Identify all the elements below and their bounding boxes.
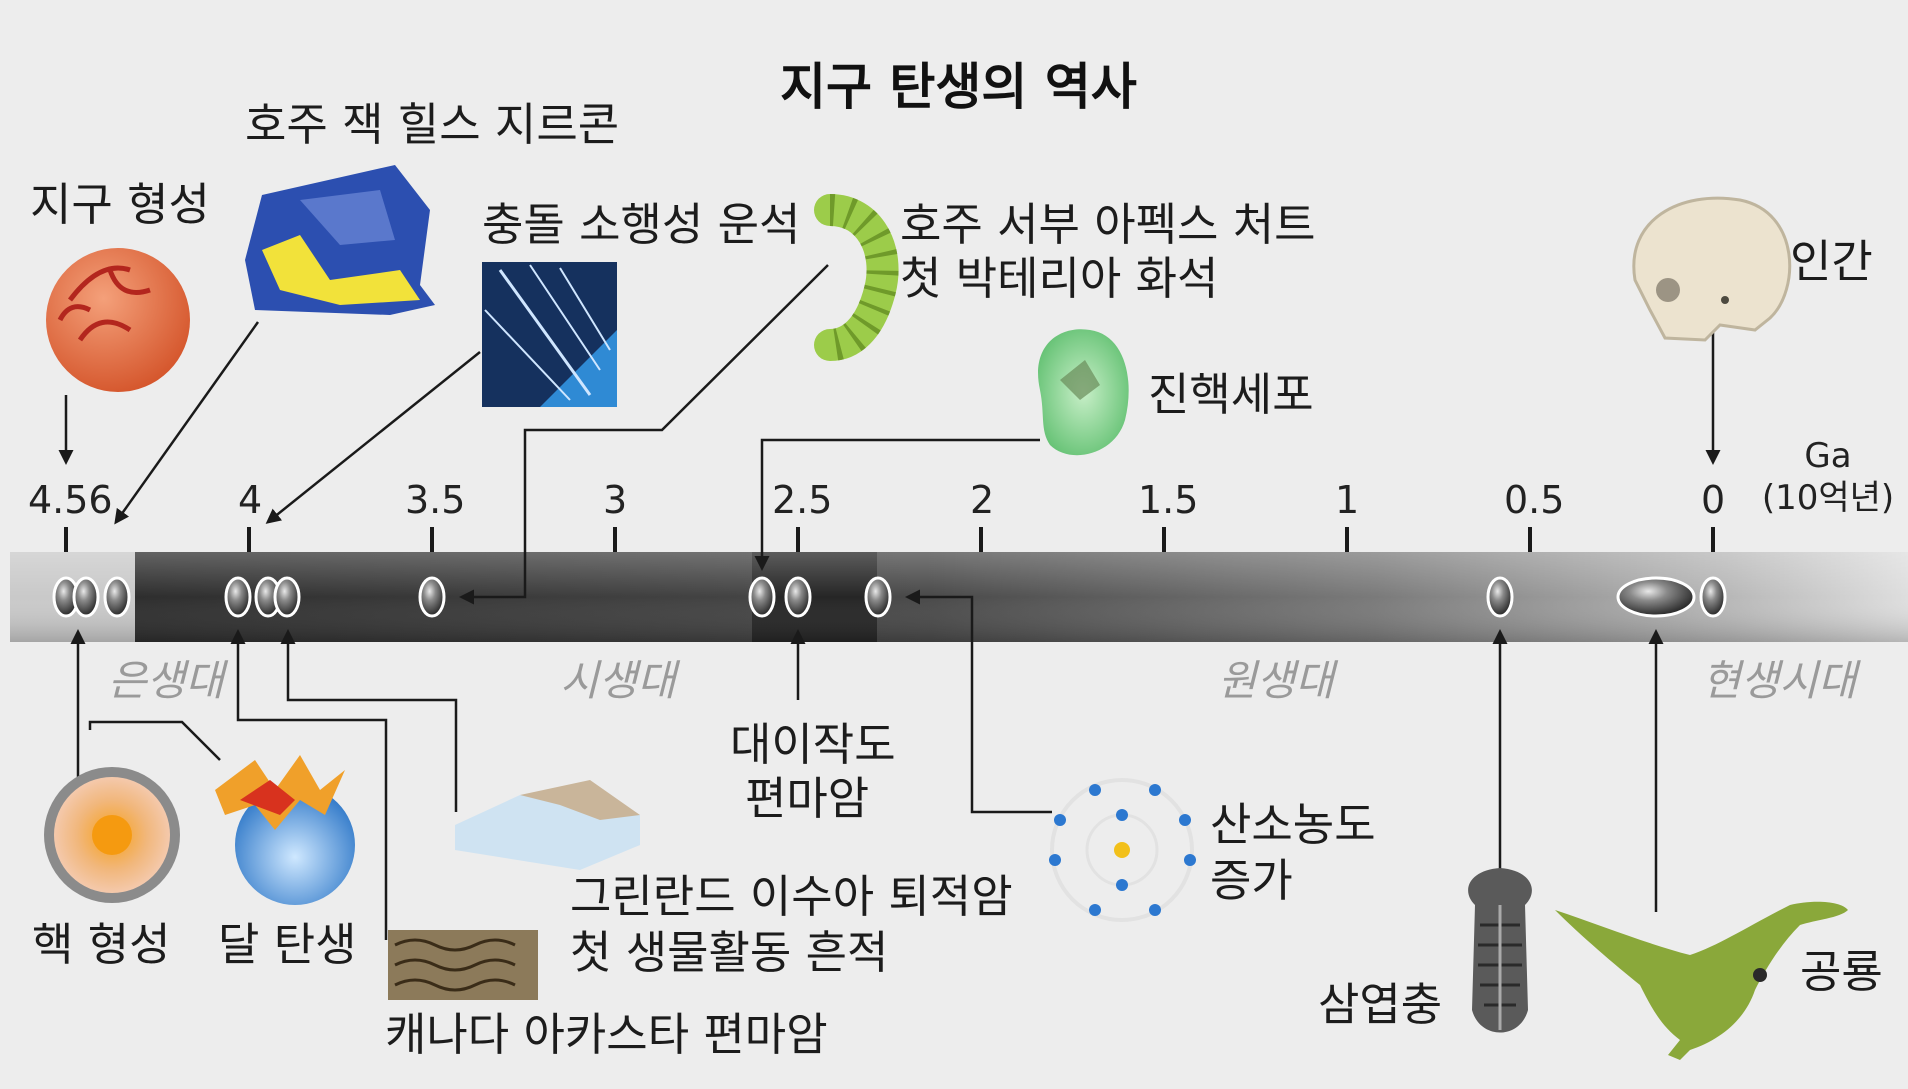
event-markers [52,576,1727,618]
tick-label-0: 0 [1701,478,1726,522]
label-earth-formation: 지구 형성 [30,178,210,231]
era-phanerozoic: 현생시대 [1702,656,1857,705]
zircon-crystal-icon [245,165,435,315]
label-core-formation: 핵 형성 [32,918,171,971]
era-proterozoic: 원생대 [1218,656,1334,705]
label-oxygen-line2: 증가 [1210,854,1293,907]
connector-lines [58,264,1721,940]
trilobite-icon [1468,868,1532,1033]
label-greenland-line1: 그린란드 이수아 퇴적암 [570,870,1013,923]
tick-label-1.5: 1.5 [1138,478,1199,522]
tick-label-3: 3 [603,478,628,522]
axis-unit-label: Ga [1804,436,1852,476]
skull-icon [1632,196,1792,342]
label-greenland-line2: 첫 생물활동 흔적 [570,926,889,979]
eukaryote-cell-icon [1038,329,1129,456]
tick-label-0.5: 0.5 [1504,478,1565,522]
tick-label-2.5: 2.5 [772,478,833,522]
label-moon-formation: 달 탄생 [218,918,357,971]
era-hadean: 은생대 [108,656,224,705]
tick-label-4: 4 [238,478,263,522]
label-oxygen-line1: 산소농도 [1210,798,1376,851]
label-gneiss-line2: 편마암 [745,772,870,825]
tick-label-3.5: 3.5 [405,478,466,522]
meteorite-icon [482,262,617,407]
dinosaur-icon [1555,901,1848,1060]
label-bacteria-line2: 첫 박테리아 화석 [900,252,1219,305]
diagram-title: 지구 탄생의 역사 [780,58,1137,116]
label-gneiss-line1: 대이작도 [730,718,896,771]
label-trilobite: 삼엽충 [1318,978,1443,1031]
label-eukaryote: 진핵세포 [1148,368,1314,421]
tick-marks [64,527,1715,552]
label-asteroid: 충돌 소행성 운석 [482,198,801,251]
tick-label-4.56: 4.56 [28,478,113,522]
moon-formation-icon [215,755,355,905]
tick-label-2: 2 [970,478,995,522]
era-archean: 시생대 [560,656,676,705]
label-acasta: 캐나다 아카스타 편마암 [385,1008,828,1061]
axis-unit-sub: (10억년) [1761,478,1895,518]
label-bacteria-line1: 호주 서부 아펙스 처트 [900,198,1316,251]
label-zircon: 호주 잭 힐스 지르콘 [245,98,620,151]
tick-label-1: 1 [1335,478,1360,522]
bacteria-fossil-icon [814,194,899,361]
label-dinosaur: 공룡 [1800,945,1883,998]
oxygen-atom-icon [1049,778,1196,922]
earth-formation-icon [46,248,190,392]
acasta-gneiss-icon [388,930,538,1000]
core-formation-icon [44,767,180,903]
label-human: 인간 [1790,235,1873,288]
greenland-rock-icon [455,780,640,870]
